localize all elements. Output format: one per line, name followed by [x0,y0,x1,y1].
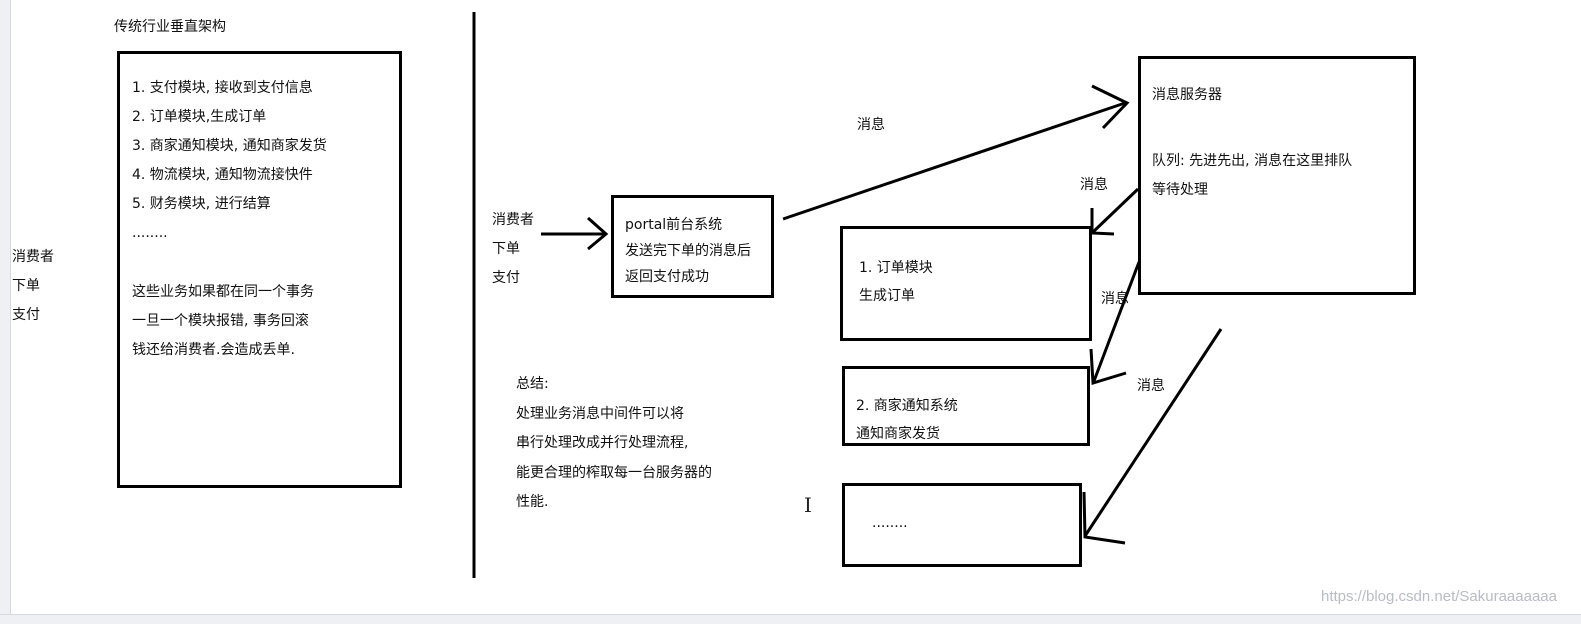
portal-box: portal前台系统 发送完下单的消息后 返回支付成功 [611,195,774,298]
right-actor-line: 支付 [492,270,520,286]
note-line: 一旦一个模块报错, 事务回滚 [132,313,309,329]
module-item: 5. 财务模块, 进行结算 [132,196,271,212]
module-item: 1. 支付模块, 接收到支付信息 [132,80,313,96]
merchant-module-box: 2. 商家通知系统 通知商家发货 [842,366,1090,446]
arrow-server-to-order [1091,187,1140,234]
arrow-server-to-more [1083,328,1223,537]
arrow-server-to-merchant [1092,261,1141,382]
msg-label-merchant: 消息 [1101,291,1129,307]
note-line: 这些业务如果都在同一个事务 [132,284,314,300]
msg-label-to-server: 消息 [857,117,885,133]
right-actor-line: 下单 [492,241,520,257]
right-actor-line: 消费者 [492,212,534,228]
order-module-line: 1. 订单模块 [859,260,933,276]
summary-line: 能更合理的榨取每一台服务器的 [516,464,712,481]
more-modules-text: ........ [872,515,908,531]
left-actor-line: 消费者 [12,249,54,265]
left-actor: 消费者 下单 支付 [12,243,54,330]
module-item: ........ [132,225,168,241]
merchant-module-line: 通知商家发货 [856,426,940,442]
order-module-line: 生成订单 [859,288,915,304]
window-left-edge [0,0,11,623]
note-line: 钱还给消费者.会造成丢单. [132,342,295,358]
module-item: 3. 商家通知模块, 通知商家发货 [132,138,327,154]
window-bottom-edge [0,614,1581,624]
module-item: 4. 物流模块, 通知物流接快件 [132,167,313,183]
arrow-server-to-merchant-head [1089,348,1127,385]
arrow-server-to-order-head [1090,208,1115,236]
queue-line: 等待处理 [1152,182,1208,198]
summary-line: 性能. [516,494,549,510]
order-module-box: 1. 订单模块 生成订单 [840,226,1092,341]
transaction-note: 这些业务如果都在同一个事务 一旦一个模块报错, 事务回滚 钱还给消费者.会造成丢… [132,278,314,365]
module-item: 2. 订单模块,生成订单 [132,109,267,125]
queue-description: 队列: 先进先出, 消息在这里排队 等待处理 [1152,147,1352,205]
merchant-module-line: 2. 商家通知系统 [856,398,958,414]
summary-line: 串行处理改成并行处理流程, [516,435,689,451]
module-list: 1. 支付模块, 接收到支付信息 2. 订单模块,生成订单 3. 商家通知模块,… [132,74,327,248]
msg-label-order: 消息 [1080,177,1108,193]
summary-note: 总结: 处理业务消息中间件可以将 串行处理改成并行处理流程, 能更合理的榨取每一… [516,370,712,518]
portal-line: portal前台系统 [625,217,723,233]
text-cursor-icon: I [804,493,812,517]
merchant-module-text: 2. 商家通知系统 通知商家发货 [856,392,958,448]
message-server-title: 消息服务器 [1152,87,1222,103]
left-title: 传统行业垂直架构 [114,19,226,35]
portal-line: 返回支付成功 [625,269,709,285]
more-modules-box: ........ [842,483,1082,567]
order-module-text: 1. 订单模块 生成订单 [859,254,933,310]
arrow-consumer-to-portal-head [587,216,609,251]
summary-line: 处理业务消息中间件可以将 [516,405,684,422]
queue-line: 队列: 先进先出, 消息在这里排队 [1152,153,1353,169]
right-actor: 消费者 下单 支付 [492,206,534,293]
arrow-portal-to-server [782,101,1126,221]
left-actor-line: 下单 [12,278,40,294]
arrow-server-to-more-head [1082,491,1126,545]
portal-text: portal前台系统 发送完下单的消息后 返回支付成功 [625,212,751,290]
left-actor-line: 支付 [12,307,40,323]
watermark: https://blog.csdn.net/Sakuraaaaaaa [1320,588,1557,605]
message-server-box: 消息服务器 队列: 先进先出, 消息在这里排队 等待处理 [1138,56,1416,295]
summary-line: 总结: [516,376,549,392]
arrow-portal-to-server-head [1091,84,1130,130]
msg-label-more: 消息 [1137,378,1165,394]
portal-line: 发送完下单的消息后 [625,243,751,259]
vertical-architecture-box: 1. 支付模块, 接收到支付信息 2. 订单模块,生成订单 3. 商家通知模块,… [117,51,402,488]
